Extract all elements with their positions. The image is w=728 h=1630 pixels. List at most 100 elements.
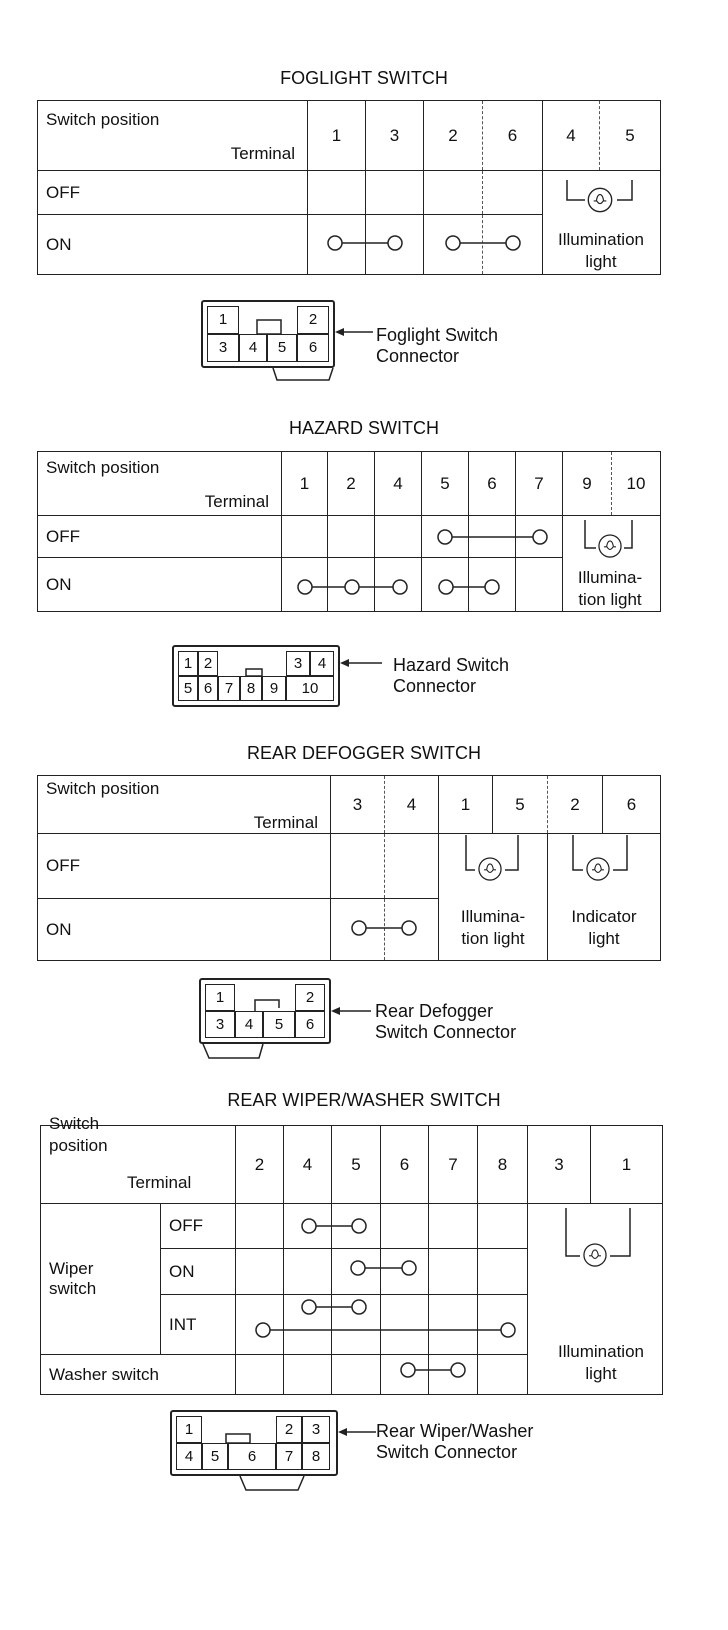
row-on-label: ON [37, 214, 308, 275]
pin-3: 3 [302, 1416, 330, 1443]
terminal-4: 4 [374, 451, 422, 516]
row-off-label: OFF [37, 170, 308, 215]
illumination-line-2: light [585, 1364, 617, 1383]
defogger-connector-label: Rear Defogger Switch Connector [375, 1001, 516, 1043]
terminal-2: 2 [423, 100, 483, 171]
connector-label-line-1: Rear Defogger [375, 1001, 494, 1021]
terminal-3: 3 [330, 775, 385, 834]
header-diagonal-cell: Terminal Switch position [37, 451, 282, 516]
terminal-8: 8 [477, 1125, 528, 1204]
terminal-label: Terminal [127, 1172, 192, 1192]
switch-position-label: Switch position [46, 457, 160, 477]
pin-6: 6 [297, 334, 329, 362]
terminal-2: 2 [547, 775, 603, 834]
pin-6: 6 [228, 1443, 276, 1470]
switch-position-label: Switch position [46, 109, 160, 129]
illumination-line-1: Illumination [558, 230, 644, 249]
washer-switch-label: Washer switch [40, 1354, 236, 1395]
terminal-3: 3 [527, 1125, 591, 1204]
foglight-illumination-label: Illumination light [545, 229, 657, 273]
foglight-connector-label: Foglight Switch Connector [376, 325, 498, 367]
pin-4: 4 [235, 1011, 263, 1038]
wiper-switch-label: Wiper switch [40, 1203, 161, 1355]
pin-3: 3 [205, 1011, 235, 1038]
connector-label-line-2: Connector [376, 346, 460, 366]
pin-3: 3 [207, 334, 239, 362]
connector-label-line-2: Connector [393, 676, 477, 696]
pin-9: 9 [262, 676, 286, 701]
switch-word: switch [49, 1279, 97, 1298]
wiper-connector-label: Rear Wiper/Washer Switch Connector [376, 1421, 533, 1463]
position-word: position [49, 1135, 108, 1155]
terminal-4: 4 [283, 1125, 332, 1204]
indicator-line-2: light [588, 929, 620, 948]
pin-8: 8 [302, 1443, 330, 1470]
pin-3: 3 [286, 651, 310, 676]
illumination-line-2: light [585, 252, 617, 271]
pin-1: 1 [205, 984, 235, 1011]
wiper-connector-arrow-icon [338, 1428, 376, 1436]
switch-position-label: Switch position [49, 1113, 108, 1157]
pin-4: 4 [310, 651, 334, 676]
defogger-connector-arrow-icon [331, 1007, 371, 1015]
terminal-5: 5 [492, 775, 548, 834]
hazard-illumination-label: Illumina- tion light [566, 567, 654, 611]
terminal-5: 5 [421, 451, 469, 516]
terminal-10: 10 [611, 451, 661, 516]
terminal-1: 1 [281, 451, 328, 516]
connector-label-line-1: Rear Wiper/Washer [376, 1421, 534, 1441]
wiper-table: Terminal Switch position 2 4 5 6 7 8 3 1… [40, 1114, 663, 1395]
terminal-label: Terminal [230, 143, 295, 163]
terminal-6: 6 [482, 100, 543, 171]
indicator-line-1: Indicator [571, 907, 637, 926]
terminal-1: 1 [307, 100, 366, 171]
illumination-line-1: Illumina- [577, 568, 643, 587]
pin-1: 1 [176, 1416, 202, 1443]
pin-10: 10 [286, 676, 334, 701]
terminal-7: 7 [428, 1125, 478, 1204]
hazard-connector [172, 645, 340, 707]
pin-2: 2 [276, 1416, 302, 1443]
pin-5: 5 [178, 676, 198, 701]
pin-4: 4 [239, 334, 267, 362]
terminal-2: 2 [235, 1125, 284, 1204]
terminal-5: 5 [599, 100, 661, 171]
row-off-label: OFF [37, 833, 331, 899]
hazard-title: HAZARD SWITCH [289, 418, 439, 438]
terminal-7: 7 [515, 451, 563, 516]
terminal-4: 4 [542, 100, 600, 171]
mode-int-label: INT [160, 1294, 236, 1355]
wiper-title: REAR WIPER/WASHER SWITCH [227, 1090, 501, 1110]
terminal-2: 2 [327, 451, 375, 516]
illumination-line-2: tion light [578, 590, 642, 609]
pin-2: 2 [297, 306, 329, 334]
connector-label-line-1: Hazard Switch [393, 655, 510, 675]
hazard-table: Terminal Switch position 1 2 4 5 6 7 9 1… [37, 451, 661, 612]
terminal-4: 4 [384, 775, 439, 834]
pin-7: 7 [218, 676, 240, 701]
foglight-connector: 1 2 3 4 5 6 [201, 300, 335, 384]
terminal-label: Terminal [204, 491, 269, 511]
row-on-label: ON [37, 557, 282, 612]
terminal-9: 9 [562, 451, 612, 516]
row-on-label: ON [37, 898, 331, 961]
switch-word: Switch [49, 1113, 100, 1133]
defogger-connector: 1 2 3 4 5 6 [199, 978, 331, 1060]
wiper-connector: 1 2 3 4 5 6 7 8 [170, 1410, 338, 1492]
header-diagonal-cell: Terminal Switch position [37, 100, 308, 171]
terminal-label: Terminal [253, 812, 318, 832]
pin-1: 1 [207, 306, 239, 334]
pin-8: 8 [240, 676, 262, 701]
illumination-line-1: Illumina- [460, 907, 526, 926]
hazard-connector-label: Hazard Switch Connector [393, 655, 509, 697]
pin-1: 1 [178, 651, 198, 676]
pin-2: 2 [198, 651, 218, 676]
defogger-illumination-label: Illumina- tion light [443, 906, 543, 950]
terminal-3: 3 [365, 100, 424, 171]
pin-2: 2 [295, 984, 325, 1011]
terminal-6: 6 [380, 1125, 429, 1204]
terminal-6: 6 [468, 451, 516, 516]
pin-5: 5 [202, 1443, 228, 1470]
foglight-connector-arrow-icon [335, 328, 373, 336]
illumination-line-2: tion light [461, 929, 525, 948]
